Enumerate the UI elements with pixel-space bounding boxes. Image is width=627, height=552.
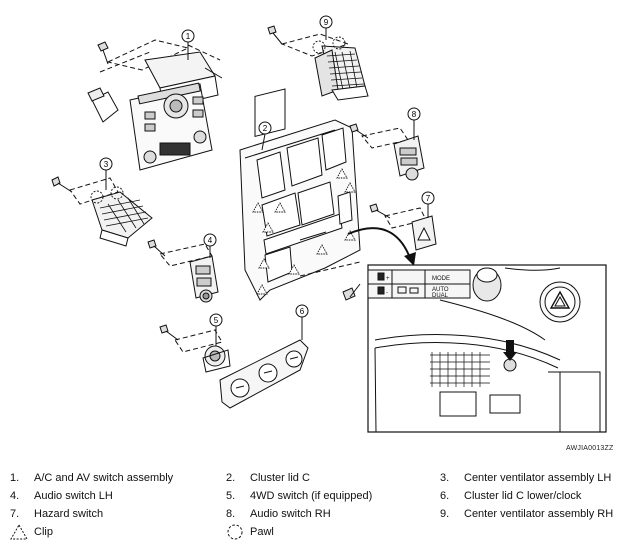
svg-text:7: 7: [426, 194, 431, 203]
svg-text:DUAL: DUAL: [432, 293, 449, 299]
clip-triangle-icon: [10, 524, 28, 540]
callout-7: 7: [421, 191, 435, 218]
svg-text:9: 9: [324, 18, 329, 27]
center-ventilator-rh: [267, 25, 369, 101]
cluster-lid-c: [239, 88, 361, 301]
callout-9: 9: [319, 15, 333, 40]
legend: 1.A/C and AV switch assembly 2.Cluster l…: [10, 472, 614, 540]
ac-av-switch-assembly: [87, 39, 223, 171]
callout-4: 4: [203, 233, 217, 258]
4wd-switch: [159, 324, 231, 373]
svg-text:-: -: [386, 290, 388, 296]
svg-text:1: 1: [186, 32, 191, 41]
callout-1: 1: [181, 29, 195, 60]
svg-text:+: +: [386, 276, 390, 282]
svg-text:AUTO: AUTO: [432, 287, 449, 293]
audio-switch-lh: [147, 239, 219, 303]
inset-panel-text: + - MODE AUTO DUAL: [386, 276, 450, 299]
image-code: AWJIA0013ZZ: [566, 445, 614, 452]
svg-text:4: 4: [208, 236, 213, 245]
inset-detail-view: [367, 264, 607, 433]
callout-6: 6: [295, 304, 309, 340]
svg-text:5: 5: [214, 316, 219, 325]
callout-2: 2: [258, 121, 272, 151]
center-ventilator-lh: [51, 176, 153, 247]
cluster-lid-c-lower-clock: [219, 339, 309, 409]
svg-text:3: 3: [104, 160, 109, 169]
pawl-dashed-circle-icon: [227, 524, 243, 540]
callout-labels: 1 9 2 8 3 7 4 5 6: [99, 15, 435, 346]
callout-3: 3: [99, 157, 113, 190]
svg-text:MODE: MODE: [432, 276, 450, 282]
exploded-view-diagram: 1 9 2 8 3 7 4 5 6 + - MODE AUTO DUAL: [51, 15, 607, 433]
callout-8: 8: [407, 107, 421, 140]
hazard-switch: [369, 203, 437, 251]
svg-text:6: 6: [300, 307, 305, 316]
svg-text:2: 2: [263, 124, 268, 133]
callout-5: 5: [209, 313, 223, 346]
svg-text:8: 8: [412, 110, 417, 119]
audio-switch-rh: [349, 123, 425, 181]
